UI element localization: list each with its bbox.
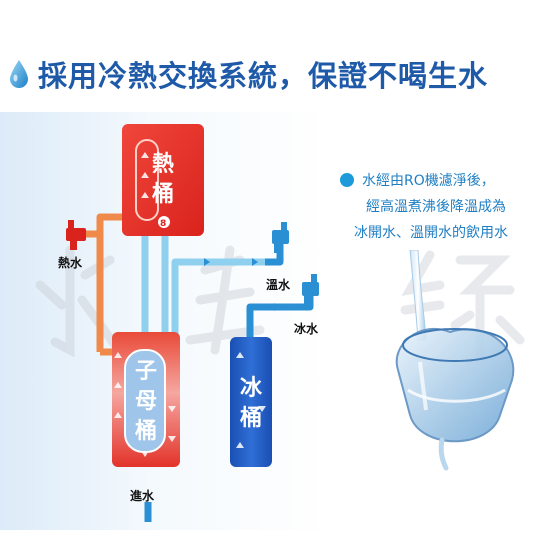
description: 水經由RO機濾淨後， 經高溫煮沸後降溫成為 冰開水、溫開水的飲用水 [340, 168, 555, 246]
diagram-artwork: 8 [66, 124, 319, 522]
warm-water-faucet [272, 222, 289, 253]
description-line-1: 水經由RO機濾淨後， [340, 168, 555, 194]
description-line-3: 冰開水、溫開水的飲用水 [354, 225, 508, 241]
ice-water-faucet [302, 274, 319, 305]
ice-water-outlet-label: 冰水 [294, 322, 319, 336]
water-flow-diagram: 8 [0, 112, 330, 530]
content-panel [0, 112, 560, 530]
inlet-label: 進水 [130, 489, 155, 503]
title-row: 採用冷熱交換系統，保證不喝生水 [8, 52, 488, 96]
ice-tank [230, 337, 272, 467]
hot-tank [122, 124, 204, 236]
svg-text:8: 8 [160, 219, 166, 229]
water-drop-icon [10, 60, 28, 88]
bullet-icon [340, 173, 354, 187]
page-title: 採用冷熱交換系統，保證不喝生水 [38, 59, 489, 93]
hot-water-faucet [66, 220, 86, 250]
hot-water-outlet-label: 熱水 [58, 256, 83, 270]
ice-tank-label: 冰 桶 [239, 376, 262, 431]
hot-tank-label: 熱 桶 [151, 152, 174, 207]
warm-water-outlet-label: 溫水 [266, 278, 291, 292]
water-glass-illustration [395, 250, 515, 471]
description-line-2: 經高溫煮沸後降溫成為 [366, 199, 506, 215]
mother-tank-label: 子 母 桶 [134, 359, 157, 444]
